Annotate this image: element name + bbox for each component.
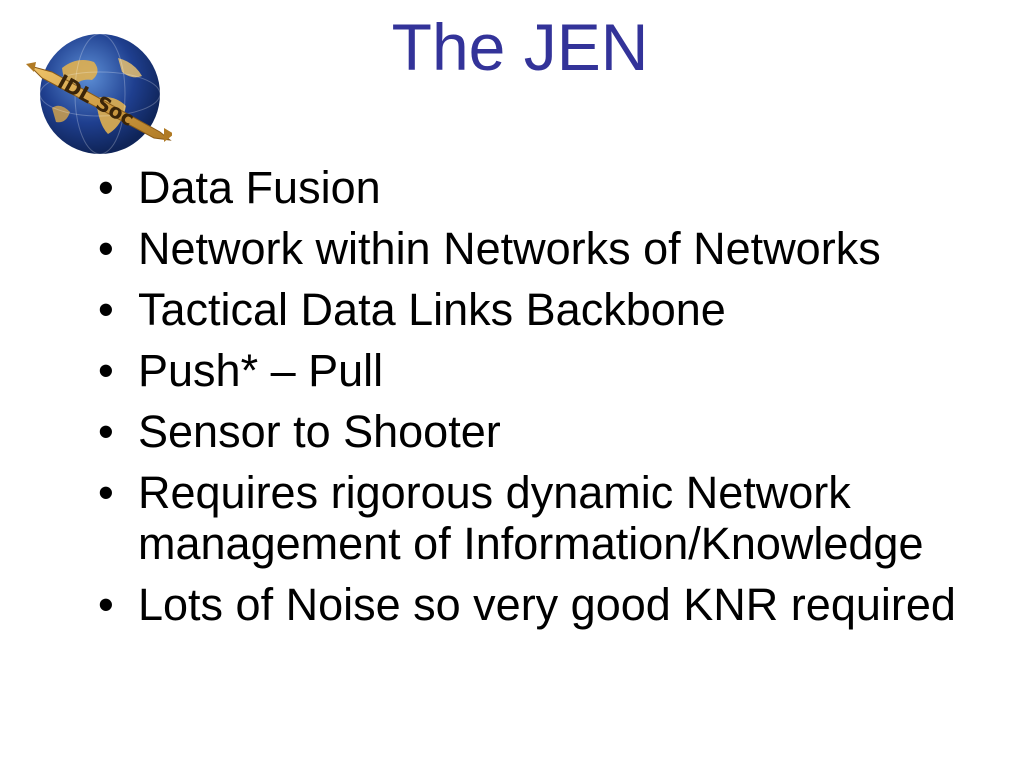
- list-item: • Sensor to Shooter: [98, 406, 1008, 457]
- bullet-dot: •: [98, 467, 114, 518]
- slide-title: The JEN: [391, 10, 649, 84]
- bullet-text: Network within Networks of Networks: [138, 223, 881, 274]
- list-item: • Lots of Noise so very good KNR required: [98, 579, 958, 630]
- bullet-text: Requires rigorous dynamic Network manage…: [138, 467, 924, 569]
- list-item: • Data Fusion: [98, 162, 1008, 213]
- bullet-dot: •: [98, 579, 114, 630]
- bullet-dot: •: [98, 223, 114, 274]
- bullet-dot: •: [98, 345, 114, 396]
- bullet-list: • Data Fusion • Network within Networks of…: [98, 162, 1008, 640]
- list-item: • Push* – Pull: [98, 345, 1008, 396]
- bullet-dot: •: [98, 284, 114, 335]
- bullet-text: Sensor to Shooter: [138, 406, 501, 457]
- bullet-dot: •: [98, 406, 114, 457]
- bullet-text: Lots of Noise so very good KNR required: [138, 579, 956, 630]
- bullet-text: Tactical Data Links Backbone: [138, 284, 726, 335]
- bullet-text: Data Fusion: [138, 162, 381, 213]
- list-item: • Requires rigorous dynamic Network manag…: [98, 467, 968, 569]
- list-item: • Network within Networks of Networks: [98, 223, 1008, 274]
- bullet-text: Push* – Pull: [138, 345, 384, 396]
- globe-logo-icon: IDL Soc: [22, 28, 174, 163]
- bullet-dot: •: [98, 162, 114, 213]
- list-item: • Tactical Data Links Backbone: [98, 284, 1008, 335]
